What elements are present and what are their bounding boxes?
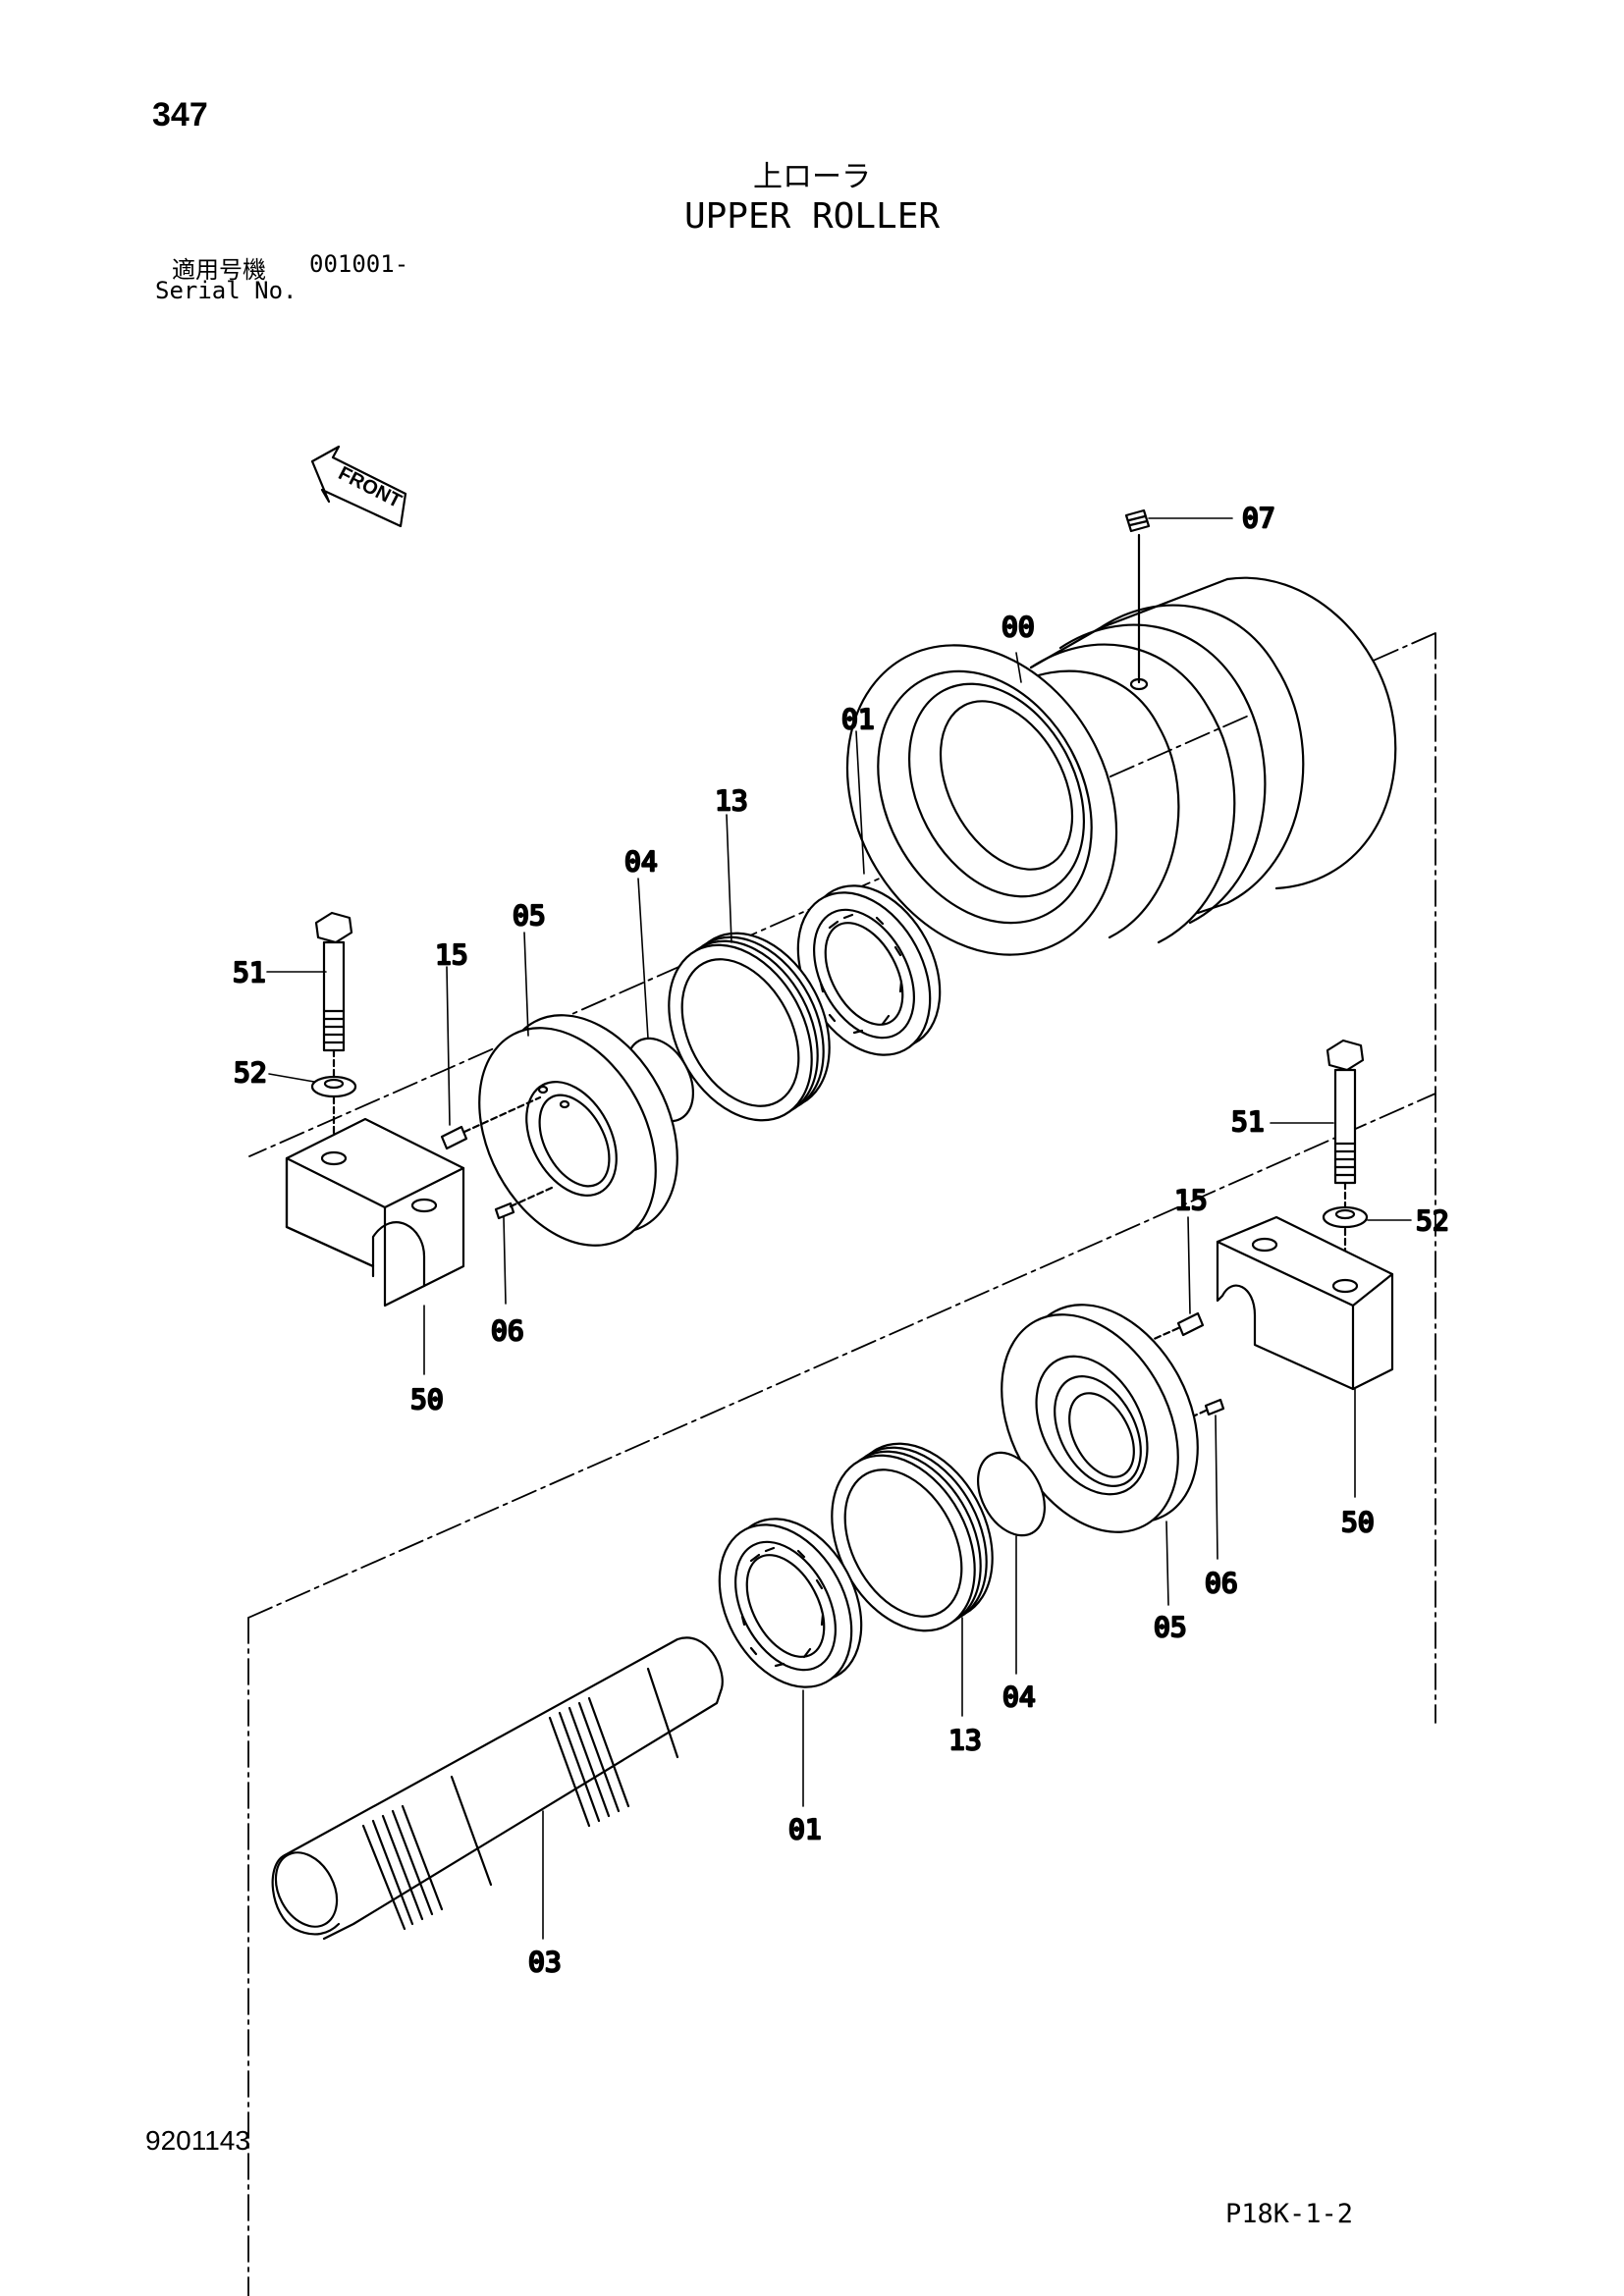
document-id: 9201143 <box>145 2125 250 2156</box>
bolt-left <box>314 911 353 1082</box>
callout-52-right: 52 <box>1416 1204 1449 1237</box>
callout-51-left: 51 <box>233 956 266 988</box>
callout-05-top: 05 <box>513 899 546 932</box>
callout-01-bottom: 01 <box>788 1813 822 1845</box>
floating-seal-bottom <box>831 1442 994 1632</box>
serial-label-japanese: 適用号機 <box>172 256 266 284</box>
pin-left <box>440 1095 542 1150</box>
callout-13-bottom: 13 <box>948 1724 982 1756</box>
callout-51-right: 51 <box>1231 1105 1265 1138</box>
bracket-left <box>285 1117 465 1308</box>
callout-50-right: 50 <box>1341 1506 1375 1538</box>
callout-00: 00 <box>1001 611 1035 643</box>
callout-leaders <box>266 517 1412 1940</box>
callout-52-left: 52 <box>234 1056 267 1089</box>
o-ring-bottom <box>977 1451 1046 1537</box>
serial-label: Serial No. <box>155 277 298 304</box>
callout-50-left: 50 <box>410 1383 444 1415</box>
grease-plug <box>1124 508 1151 684</box>
callout-13-top: 13 <box>715 784 748 817</box>
bearing-bottom <box>718 1518 863 1688</box>
callout-05-bottom: 05 <box>1154 1611 1187 1643</box>
floating-seal-top <box>668 932 831 1122</box>
callout-15-left: 15 <box>435 938 468 971</box>
roller-body <box>845 576 1397 956</box>
bracket-right <box>1216 1215 1394 1391</box>
callout-06-left: 06 <box>491 1314 524 1347</box>
callout-labels: 07 00 01 13 04 05 15 51 52 06 50 51 15 5… <box>232 501 1450 1979</box>
collar-top <box>478 1014 678 1247</box>
callout-06-right: 06 <box>1205 1567 1238 1599</box>
bolt-right <box>1326 1039 1365 1209</box>
washer-left <box>310 1075 357 1150</box>
page-title: UPPER ROLLER <box>683 196 941 237</box>
reference-code: P18K-1-2 <box>1225 2199 1354 2229</box>
roller-shaft <box>271 1636 724 1941</box>
title-japanese: 上ローラ <box>753 160 871 194</box>
callout-04-top: 04 <box>624 845 658 878</box>
callout-03: 03 <box>528 1946 562 1978</box>
callout-04-bottom: 04 <box>1002 1681 1036 1713</box>
set-screw-left <box>494 1186 554 1220</box>
callout-15-right: 15 <box>1174 1184 1208 1216</box>
callout-01-top: 01 <box>841 703 875 735</box>
callout-07: 07 <box>1242 502 1275 534</box>
collar-bottom <box>1001 1304 1199 1533</box>
exploded-frame <box>247 632 1436 2296</box>
serial-value: 001001- <box>309 250 409 278</box>
page-number: 347 <box>152 96 208 133</box>
front-arrow-icon: FRONT <box>310 445 407 528</box>
